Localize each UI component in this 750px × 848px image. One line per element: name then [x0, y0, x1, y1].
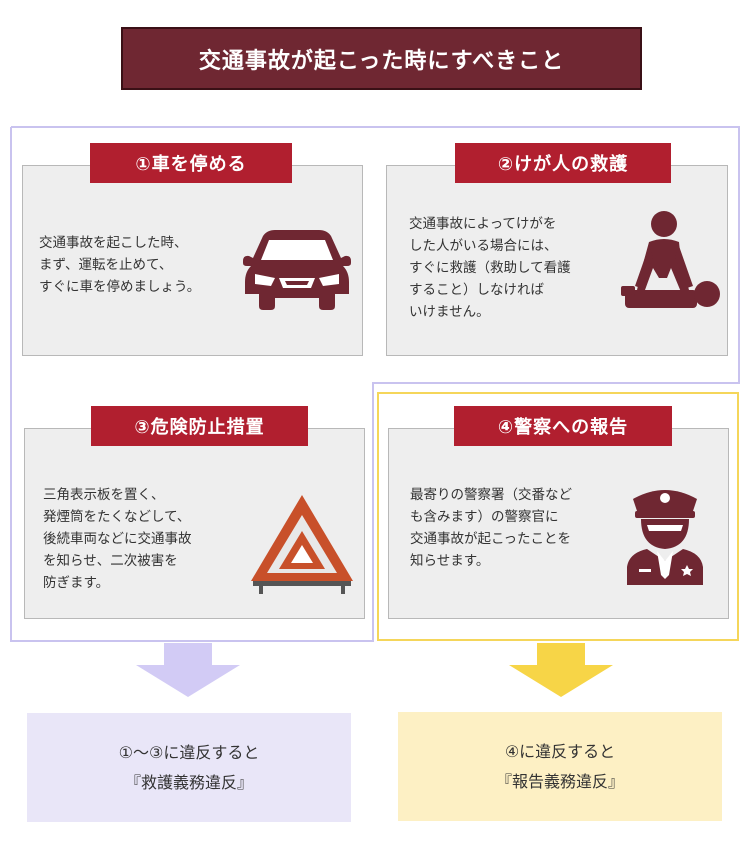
card-line: すること）しなければ [409, 282, 544, 298]
result-rescue-violation: ①〜③に違反すると 『救護義務違反』 [27, 713, 351, 822]
card-line: 発煙筒をたくなどして、 [43, 509, 191, 525]
result-report-violation: ④に違反すると 『報告義務違反』 [398, 712, 722, 821]
group-outline-4 [377, 392, 739, 641]
card-line: も含みます）の警察官に [410, 509, 559, 525]
card-hazard-prevention: 三角表示板を置く、 発煙筒をたくなどして、 後続車両などに交通事故 を知らせ、二… [24, 428, 365, 619]
card-line: 知らせます。 [410, 553, 490, 569]
arrow-down-icon [136, 643, 240, 697]
result-line: ④に違反すると [504, 741, 616, 761]
card-line: すぐに車を停めましょう。 [39, 279, 201, 295]
card-police-report-label: ④警察への報告 [454, 406, 672, 446]
card-line: 交通事故によってけがを [409, 216, 557, 232]
card-rescue: 交通事故によってけがを した人がいる場合には、 すぐに救護（救助して看護 するこ… [386, 165, 728, 356]
card-hazard-prevention-text: 三角表示板を置く、 発煙筒をたくなどして、 後続車両などに交通事故 を知らせ、二… [43, 484, 192, 594]
result-line: 『報告義務違反』 [495, 771, 624, 791]
card-stop-car-text: 交通事故を起こした時、 まず、運転を止めて、 すぐに車を停めましょう。 [39, 232, 200, 298]
card-line: した人がいる場合には、 [409, 238, 558, 254]
card-line: いけません。 [409, 304, 490, 320]
card-line: 三角表示板を置く、 [43, 487, 165, 503]
police-officer-icon [627, 490, 703, 585]
card-line: 交通事故を起こした時、 [39, 235, 188, 251]
cpr-icon [621, 211, 720, 308]
card-line: まず、運転を止めて、 [39, 257, 173, 273]
card-hazard-prevention-label: ③危険防止措置 [91, 406, 308, 446]
result-line: 『救護義務違反』 [124, 772, 253, 792]
card-line: 交通事故が起こったことを [410, 531, 572, 547]
card-rescue-label: ②けが人の救護 [455, 143, 671, 183]
warning-triangle-icon [251, 495, 353, 594]
card-stop-car: 交通事故を起こした時、 まず、運転を止めて、 すぐに車を停めましょう。 [22, 165, 363, 356]
card-line: 後続車両などに交通事故 [43, 531, 192, 547]
card-rescue-text: 交通事故によってけがを した人がいる場合には、 すぐに救護（救助して看護 するこ… [409, 213, 571, 323]
card-line: を知らせ、二次被害を [43, 553, 178, 569]
card-police-report-text: 最寄りの警察署（交番など も含みます）の警察官に 交通事故が起こったことを 知ら… [410, 484, 572, 572]
card-line: 最寄りの警察署（交番など [410, 487, 572, 503]
car-icon [243, 230, 351, 310]
card-police-report: 最寄りの警察署（交番など も含みます）の警察官に 交通事故が起こったことを 知ら… [388, 428, 729, 619]
page-title: 交通事故が起こった時にすべきこと [121, 27, 642, 90]
card-stop-car-label: ①車を停める [90, 143, 292, 183]
result-line: ①〜③に違反すると [118, 742, 260, 762]
arrow-down-icon [509, 643, 613, 697]
card-line: 防ぎます。 [43, 575, 110, 591]
card-line: すぐに救護（救助して看護 [409, 260, 571, 276]
